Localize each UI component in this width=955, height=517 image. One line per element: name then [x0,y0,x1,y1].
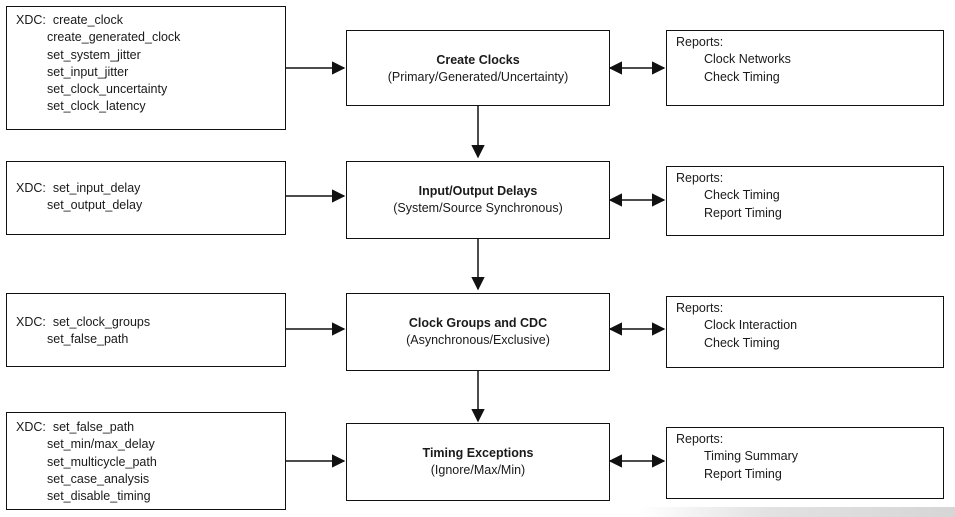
xdc-command: set_input_jitter [47,64,129,79]
bottom-shadow [640,507,955,517]
xdc-box-create-clocks: XDC: create_clock create_generated_clock… [6,6,286,130]
stage-title: Timing Exceptions [422,446,534,460]
xdc-command: set_system_jitter [47,47,141,62]
xdc-command: set_clock_groups [52,315,151,329]
xdc-command: set_min/max_delay [47,437,155,452]
xdc-command: create_clock [52,13,124,27]
xdc-prefix: XDC: [16,315,46,329]
stage-subtitle: (Primary/Generated/Uncertainty) [387,70,569,84]
xdc-box-io-delays: XDC: set_input_delay set_output_delay [6,161,286,235]
xdc-line: XDC: set_input_delay [16,180,285,197]
xdc-command: set_clock_uncertainty [47,82,168,97]
xdc-box-timing-exceptions: XDC: set_false_path set_min/max_delay se… [6,412,286,510]
reports-box-create-clocks: Reports: Clock Networks Check Timing [666,30,944,106]
xdc-command: set_disable_timing [47,489,151,504]
xdc-prefix: XDC: [16,13,46,27]
stage-title: Create Clocks [436,53,520,67]
stage-box-io-delays: Input/Output Delays (System/Source Synch… [346,161,610,239]
xdc-prefix: XDC: [16,420,46,434]
stage-box-create-clocks: Create Clocks (Primary/Generated/Uncerta… [346,30,610,106]
stage-box-clock-groups: Clock Groups and CDC (Asynchronous/Exclu… [346,293,610,371]
xdc-command: set_clock_latency [47,99,146,114]
stage-subtitle: (Ignore/Max/Min) [430,463,526,477]
report-item: Check Timing [704,69,780,84]
xdc-command: set_multicycle_path [47,454,157,469]
report-item: Timing Summary [704,449,798,464]
reports-label: Reports: [676,35,724,49]
xdc-command: create_generated_clock [47,30,181,45]
xdc-command: set_false_path [52,420,135,434]
report-item: Check Timing [704,335,780,350]
xdc-line: XDC: set_false_path [16,419,285,436]
stage-title: Clock Groups and CDC [408,316,548,330]
xdc-line: XDC: set_clock_groups [16,314,285,331]
report-item: Check Timing [704,188,780,203]
reports-label: Reports: [676,432,724,446]
stage-subtitle: (Asynchronous/Exclusive) [406,333,550,347]
reports-label: Reports: [676,171,724,185]
stage-subtitle: (System/Source Synchronous) [393,201,563,215]
report-item: Clock Networks [704,52,791,67]
xdc-command: set_input_delay [52,181,141,195]
stage-box-timing-exceptions: Timing Exceptions (Ignore/Max/Min) [346,423,610,501]
xdc-command: set_case_analysis [47,471,150,486]
report-item: Report Timing [704,466,782,481]
xdc-prefix: XDC: [16,181,46,195]
report-item: Report Timing [704,205,782,220]
report-item: Clock Interaction [704,318,798,333]
xdc-line: XDC: create_clock [16,12,285,29]
stage-title: Input/Output Delays [418,184,538,198]
xdc-command: set_false_path [47,332,129,347]
reports-box-io-delays: Reports: Check Timing Report Timing [666,166,944,236]
reports-label: Reports: [676,301,724,315]
xdc-command: set_output_delay [47,198,143,213]
reports-box-clock-groups: Reports: Clock Interaction Check Timing [666,296,944,368]
reports-box-timing-exceptions: Reports: Timing Summary Report Timing [666,427,944,499]
xdc-box-clock-groups: XDC: set_clock_groups set_false_path [6,293,286,367]
